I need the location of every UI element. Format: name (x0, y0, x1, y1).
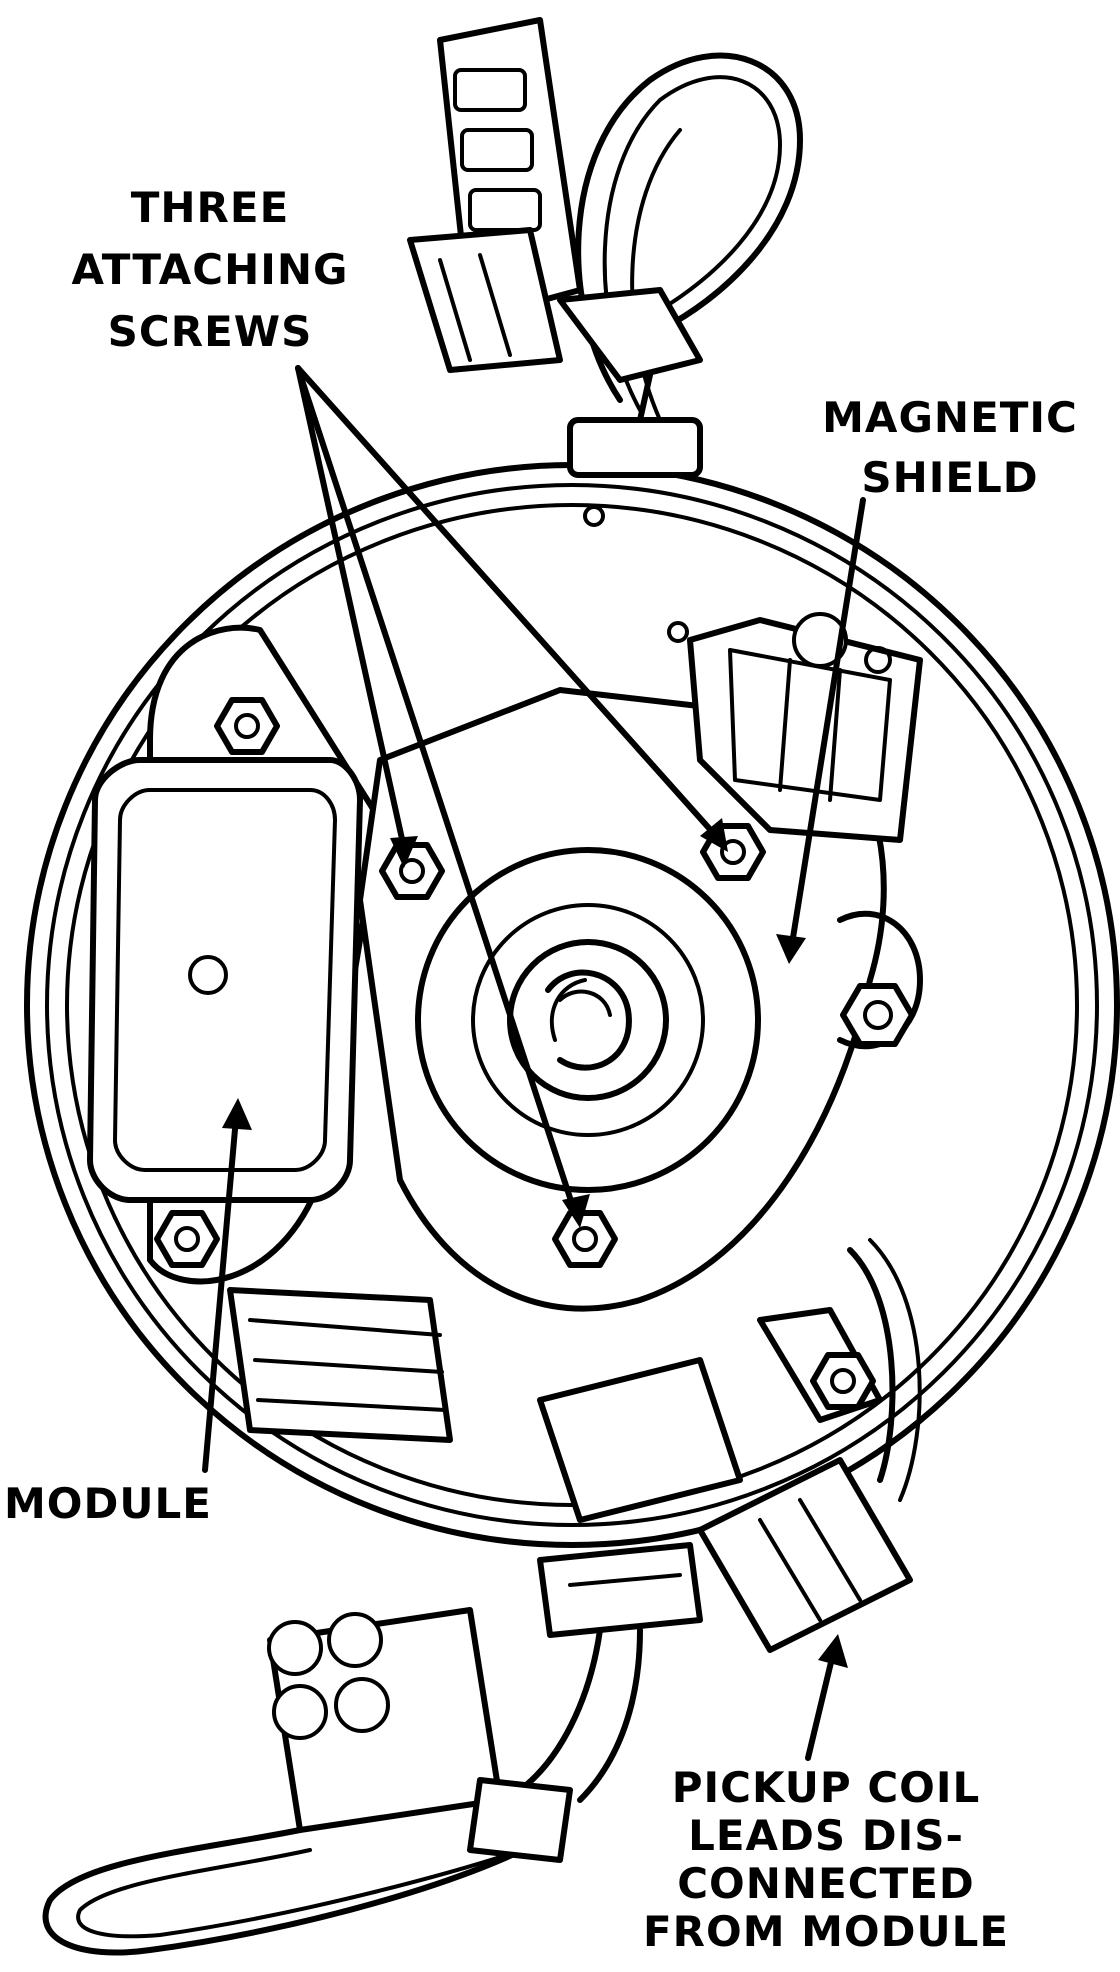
hex-nut-icon (840, 983, 915, 1047)
label-line: ATTACHING (72, 245, 349, 294)
label-line: SHIELD (861, 453, 1038, 502)
label-line: FROM MODULE (643, 1907, 1009, 1956)
label-three-attaching-screws: THREE ATTACHING SCREWS (72, 183, 349, 356)
hex-nut-icon (810, 1352, 876, 1410)
label-magnetic-shield: MAGNETIC SHIELD (822, 393, 1078, 502)
top-connector-harness (407, 17, 803, 478)
label-line: CONNECTED (677, 1859, 975, 1908)
label-line: PICKUP COIL (672, 1763, 980, 1812)
shield-callout-arrow (776, 497, 866, 964)
label-module: MODULE (4, 1479, 212, 1528)
attaching-screw (552, 1210, 618, 1268)
label-line: MAGNETIC (822, 393, 1078, 442)
magnetic-shield (583, 505, 923, 1050)
label-line: LEADS DIS- (688, 1811, 964, 1860)
ignition-module (87, 624, 383, 1285)
pickup-callout-arrow (805, 1634, 848, 1761)
label-line: THREE (131, 183, 290, 232)
attaching-screw (379, 842, 445, 900)
bottom-connector (42, 1607, 573, 1956)
label-pickup-coil-leads: PICKUP COIL LEADS DIS- CONNECTED FROM MO… (643, 1763, 1009, 1956)
module-callout-arrow (202, 1098, 252, 1473)
label-line: MODULE (4, 1479, 212, 1528)
screws-callout-arrows (295, 365, 728, 1228)
connector-icon (407, 17, 583, 373)
hex-nut-icon (154, 1210, 220, 1268)
wire-harness-icon (227, 1238, 922, 1803)
hex-nut-icon (214, 697, 280, 755)
label-line: SCREWS (108, 307, 313, 356)
